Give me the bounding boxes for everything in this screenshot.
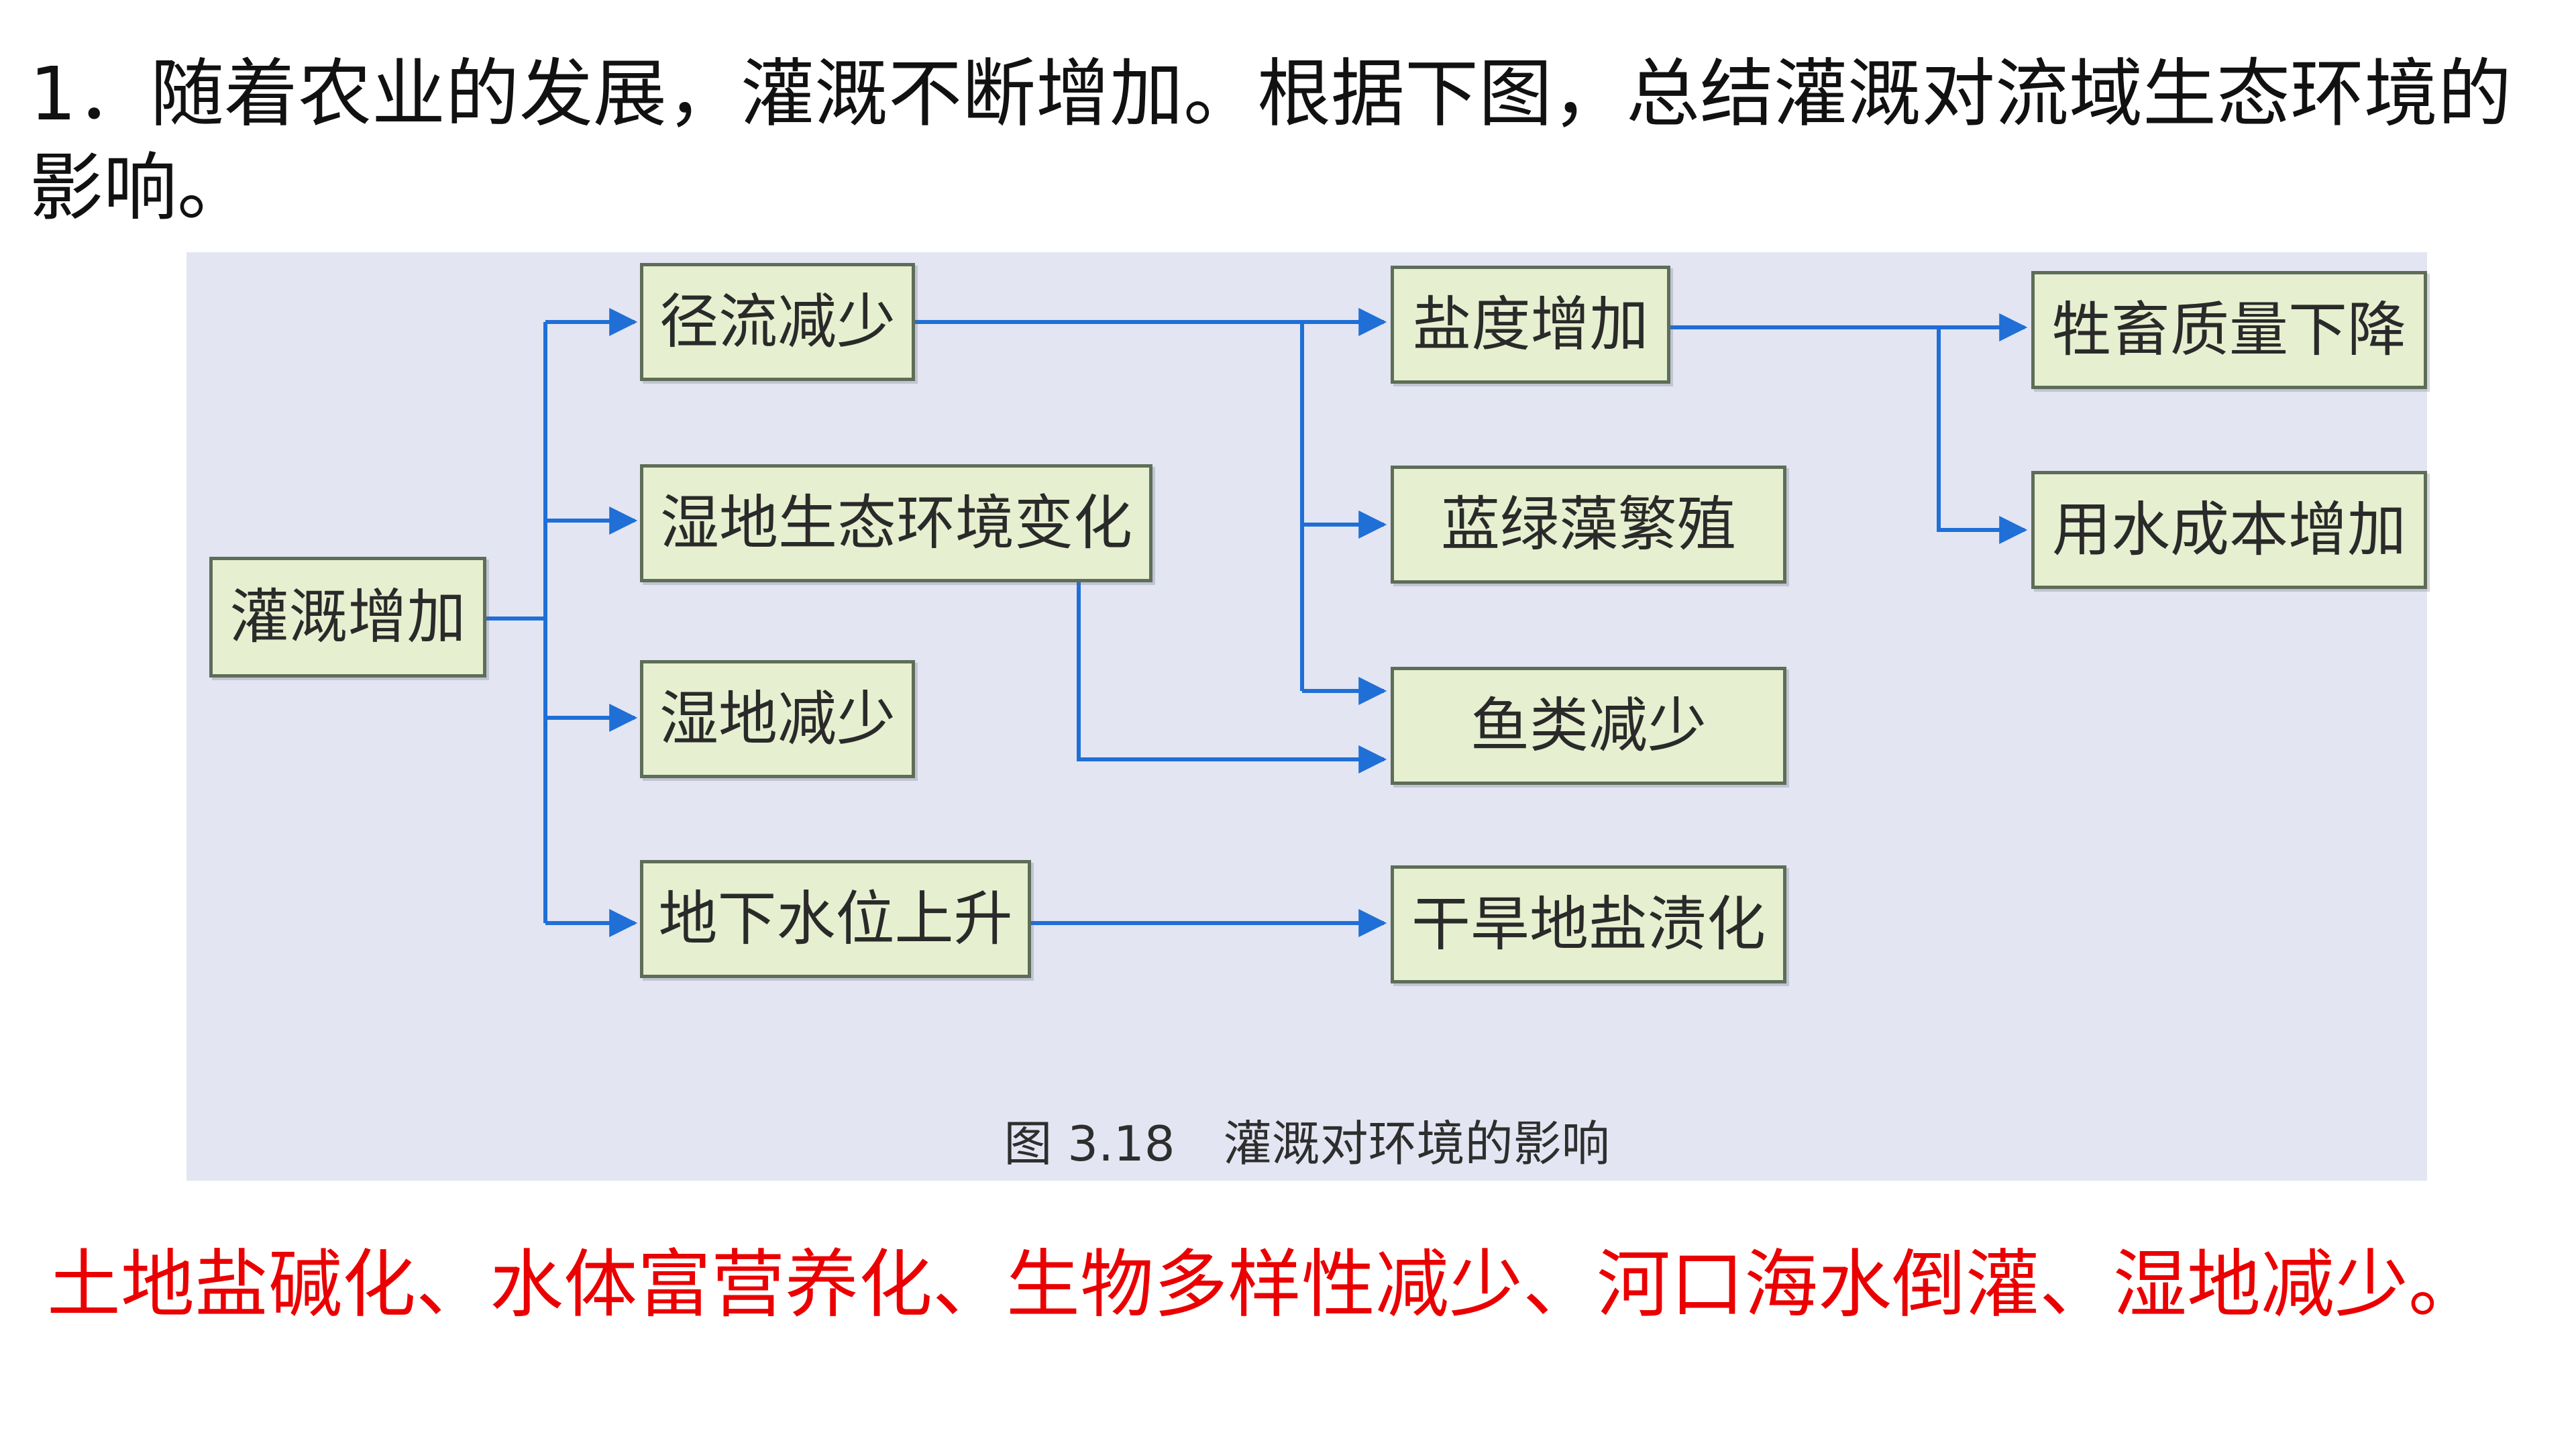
figure-caption: 图 3.18 灌溉对环境的影响 [1004,1116,1610,1172]
node-salinity-increase: 盐度增加 [1391,266,1670,384]
node-water-cost-increase: 用水成本增加 [2031,471,2427,589]
node-wetland-environment-change: 湿地生态环境变化 [640,464,1152,582]
node-runoff-decrease: 径流减少 [640,263,915,381]
answer-text: 土地盐碱化、水体富营养化、生物多样性减少、河口海水倒灌、湿地减少。 [47,1242,2482,1328]
node-wetland-decrease: 湿地减少 [640,660,915,778]
flowchart-figure: 灌溉增加 径流减少 湿地生态环境变化 湿地减少 地下水位上升 盐度增加 蓝绿藻繁… [186,252,2427,1181]
node-irrigation-increase: 灌溉增加 [209,557,486,678]
node-algae-bloom: 蓝绿藻繁殖 [1391,466,1786,584]
node-fish-decrease: 鱼类减少 [1391,667,1786,785]
node-livestock-quality-decline: 牲畜质量下降 [2031,271,2427,389]
arrow-wetland-env-to-fish [1077,578,1387,773]
node-groundwater-rise: 地下水位上升 [640,860,1031,978]
arrow-salinity-spine [1937,327,2028,544]
question-text: 1．随着农业的发展，灌溉不断增加。根据下图，总结灌溉对流域生态环境的影响。 [30,51,2512,231]
flow-arrows [486,308,2028,937]
node-dryland-salinization: 干旱地盐渍化 [1391,865,1786,983]
